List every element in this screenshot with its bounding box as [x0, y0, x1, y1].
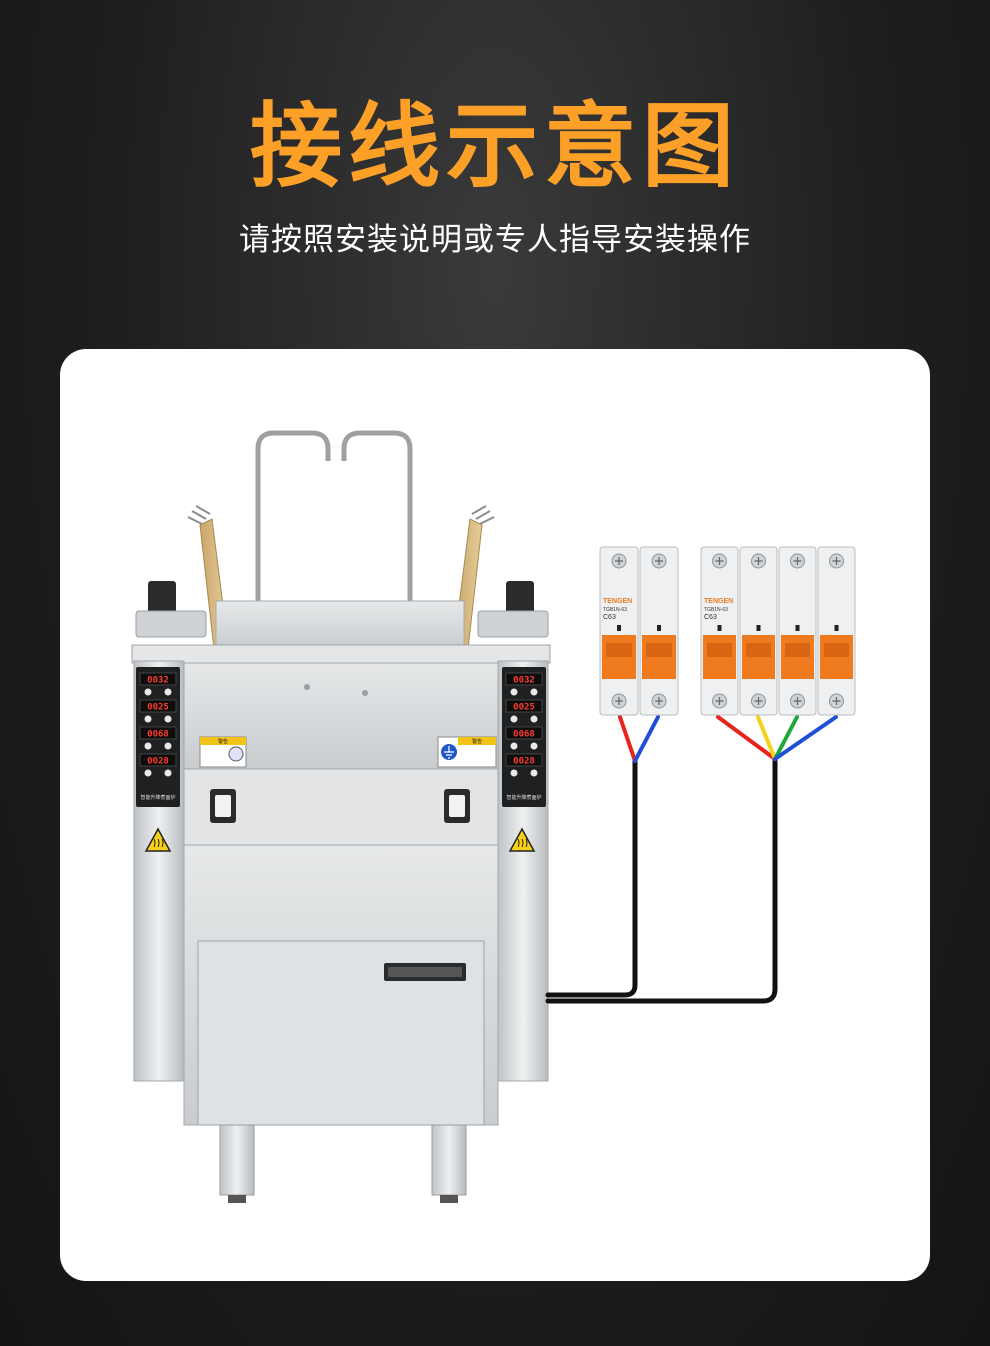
display-readout-right-1: 0025 — [513, 703, 535, 713]
cable-four-pole — [545, 756, 778, 1004]
control-knob-left-0[interactable] — [144, 688, 152, 696]
display-left-1 — [139, 699, 177, 713]
control-knob-b-left-1[interactable] — [164, 715, 172, 723]
page-title: 接线示意图 — [249, 93, 740, 200]
control-knob-b-left-0[interactable] — [164, 688, 172, 696]
leg-right — [431, 1124, 467, 1196]
display-readout-right-2: 0068 — [513, 730, 535, 740]
display-left-2 — [139, 726, 177, 740]
display-left-3 — [139, 753, 177, 767]
control-knob-right-0[interactable] — [510, 688, 518, 696]
control-knob-right-2[interactable] — [510, 742, 518, 750]
power-switch-right[interactable] — [444, 789, 470, 823]
lift-handle-right — [341, 430, 413, 634]
control-knob-b-right-0[interactable] — [530, 688, 538, 696]
control-knob-left-1[interactable] — [144, 715, 152, 723]
ground-warning-sticker: 警告 — [437, 736, 497, 768]
display-right-3 — [505, 753, 543, 767]
display-readout-left-1: 0025 — [147, 703, 169, 713]
page-subtitle: 请按照安装说明或专人指导安装操作 — [239, 222, 751, 258]
breaker-rating: C63 — [603, 614, 616, 621]
panel-label-left: 智能升降煮面炉 — [140, 794, 175, 801]
control-knob-b-right-1[interactable] — [530, 715, 538, 723]
display-readout-right-0: 0032 — [513, 676, 535, 686]
control-knob-left-3[interactable] — [144, 769, 152, 777]
breaker-rating: C63 — [704, 614, 717, 621]
breaker-brand: TENGEN — [603, 598, 632, 605]
control-knob-b-left-2[interactable] — [164, 742, 172, 750]
noodle-cooker-machine: 0032 0025 0068 0028 0032 0025 0068 0028 智能升降煮面… — [131, 430, 551, 1203]
breaker-brand: TENGEN — [704, 598, 733, 605]
control-knob-left-2[interactable] — [144, 742, 152, 750]
power-switch-left[interactable] — [210, 789, 236, 823]
hot-surface-warning-icon-left — [144, 827, 172, 852]
svg-text:警告: 警告 — [472, 738, 482, 745]
control-knob-b-left-3[interactable] — [164, 769, 172, 777]
control-knob-b-right-3[interactable] — [530, 769, 538, 777]
panel-label-right: 智能升降煮面炉 — [506, 794, 541, 801]
breaker-model: TGB1N-63 — [704, 607, 728, 613]
leg-left — [219, 1124, 255, 1196]
display-left-0 — [139, 672, 177, 686]
display-readout-left-0: 0032 — [147, 676, 169, 686]
display-readout-right-3: 0028 — [513, 757, 535, 767]
display-right-0 — [505, 672, 543, 686]
wires-four-pole — [716, 715, 838, 761]
display-readout-left-2: 0068 — [147, 730, 169, 740]
lift-handle-left — [255, 430, 331, 634]
breaker-model: TGB1N-63 — [603, 607, 627, 613]
wires-two-pole — [618, 715, 660, 763]
warning-sticker-left: 警告 — [199, 736, 247, 768]
display-readout-left-3: 0028 — [147, 757, 169, 767]
svg-text:警告: 警告 — [218, 738, 228, 745]
control-knob-right-3[interactable] — [510, 769, 518, 777]
wiring-diagram: 0032 0025 0068 0028 0032 0025 0068 0028 智能升降煮面… — [131, 430, 856, 1203]
hot-surface-warning-icon-right — [508, 827, 536, 852]
control-knob-right-1[interactable] — [510, 715, 518, 723]
display-right-1 — [505, 699, 543, 713]
cable-two-pole — [545, 758, 638, 998]
power-cables — [545, 756, 778, 1004]
display-right-2 — [505, 726, 543, 740]
control-knob-b-right-2[interactable] — [530, 742, 538, 750]
